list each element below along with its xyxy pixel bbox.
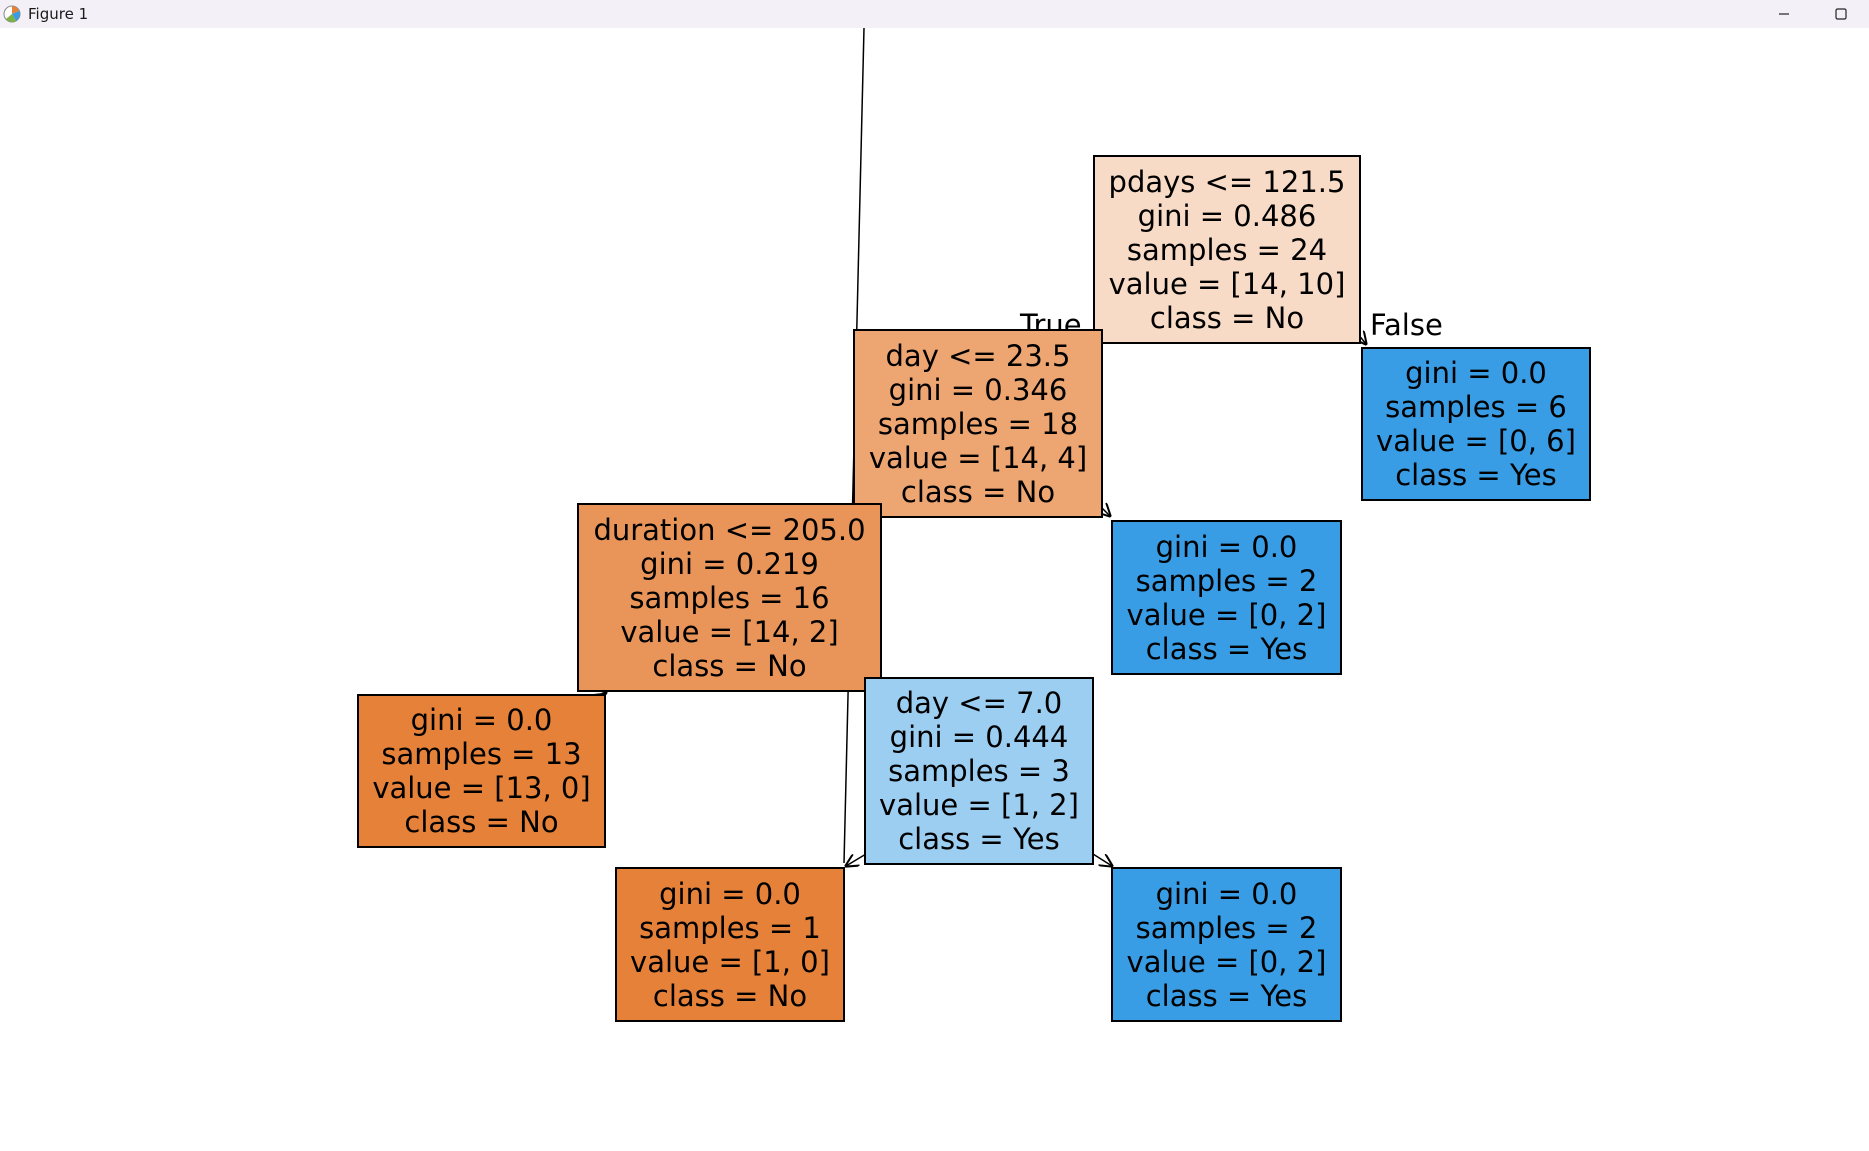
node-text-line: value = [1, 0] xyxy=(630,944,830,979)
node-text-line: value = [14, 4] xyxy=(868,440,1088,475)
edge-day-7-to-leaf-1-arrow xyxy=(846,853,867,866)
node-text-line: gini = 0.444 xyxy=(889,720,1069,754)
node-text-line: class = No xyxy=(652,648,807,683)
matplotlib-figure-icon xyxy=(3,5,21,23)
maximize-button[interactable] xyxy=(1812,0,1869,28)
node-text-line: gini = 0.0 xyxy=(659,876,801,911)
node-text-line: gini = 0.0 xyxy=(1155,529,1298,564)
node-text-line: class = No xyxy=(652,978,808,1013)
node-text-line: gini = 0.0 xyxy=(1155,876,1298,911)
node-text-line: samples = 16 xyxy=(629,580,830,615)
node-text-line: gini = 0.486 xyxy=(1137,198,1317,233)
node-text-line: samples = 2 xyxy=(1135,910,1318,945)
node-text-line: samples = 2 xyxy=(1135,563,1318,598)
minimize-button[interactable] xyxy=(1755,0,1812,28)
node-text-line: samples = 6 xyxy=(1385,390,1567,424)
node-text-line: samples = 3 xyxy=(888,754,1070,788)
node-text-line: class = Yes xyxy=(1145,978,1308,1013)
node-text-line: class = Yes xyxy=(898,822,1060,856)
node-text-line: samples = 24 xyxy=(1126,232,1328,267)
false-edge-label: False xyxy=(1370,308,1443,342)
window-controls xyxy=(1755,0,1869,28)
tree-edges xyxy=(0,28,1869,1151)
node-text-line: class = No xyxy=(1149,300,1305,335)
node-text-line: value = [0, 6] xyxy=(1376,424,1576,458)
node-text-line: duration <= 205.0 xyxy=(593,512,866,547)
window-title: Figure 1 xyxy=(28,5,89,23)
node-text-line: class = Yes xyxy=(1145,631,1308,666)
node-text-line: class = No xyxy=(900,474,1056,509)
minimize-icon xyxy=(1778,13,1789,15)
edge-day-7-to-leaf-2b xyxy=(1092,853,1112,866)
window-titlebar: Figure 1 xyxy=(0,0,1869,28)
node-text-line: value = [14, 2] xyxy=(620,614,839,649)
node-text-line: value = [13, 0] xyxy=(372,771,591,805)
node-text-line: value = [14, 10] xyxy=(1108,266,1346,301)
node-text-line: samples = 13 xyxy=(381,737,582,771)
node-text-line: day <= 23.5 xyxy=(885,338,1071,373)
node-text-line: class = No xyxy=(404,805,559,839)
maximize-icon xyxy=(1834,8,1847,20)
node-text-line: day <= 7.0 xyxy=(895,686,1063,720)
node-text-line: gini = 0.0 xyxy=(1405,356,1547,390)
node-text-line: gini = 0.0 xyxy=(410,703,553,737)
node-text-line: gini = 0.219 xyxy=(640,546,819,581)
node-text-line: value = [0, 2] xyxy=(1126,597,1327,632)
node-text-line: value = [0, 2] xyxy=(1126,944,1327,979)
node-text-line: value = [1, 2] xyxy=(879,788,1079,822)
node-text-line: samples = 1 xyxy=(639,910,821,945)
node-text-line: class = Yes xyxy=(1395,458,1557,492)
node-text-line: pdays <= 121.5 xyxy=(1108,164,1346,199)
node-text-line: samples = 18 xyxy=(877,406,1079,441)
node-text-line: gini = 0.346 xyxy=(888,372,1068,407)
